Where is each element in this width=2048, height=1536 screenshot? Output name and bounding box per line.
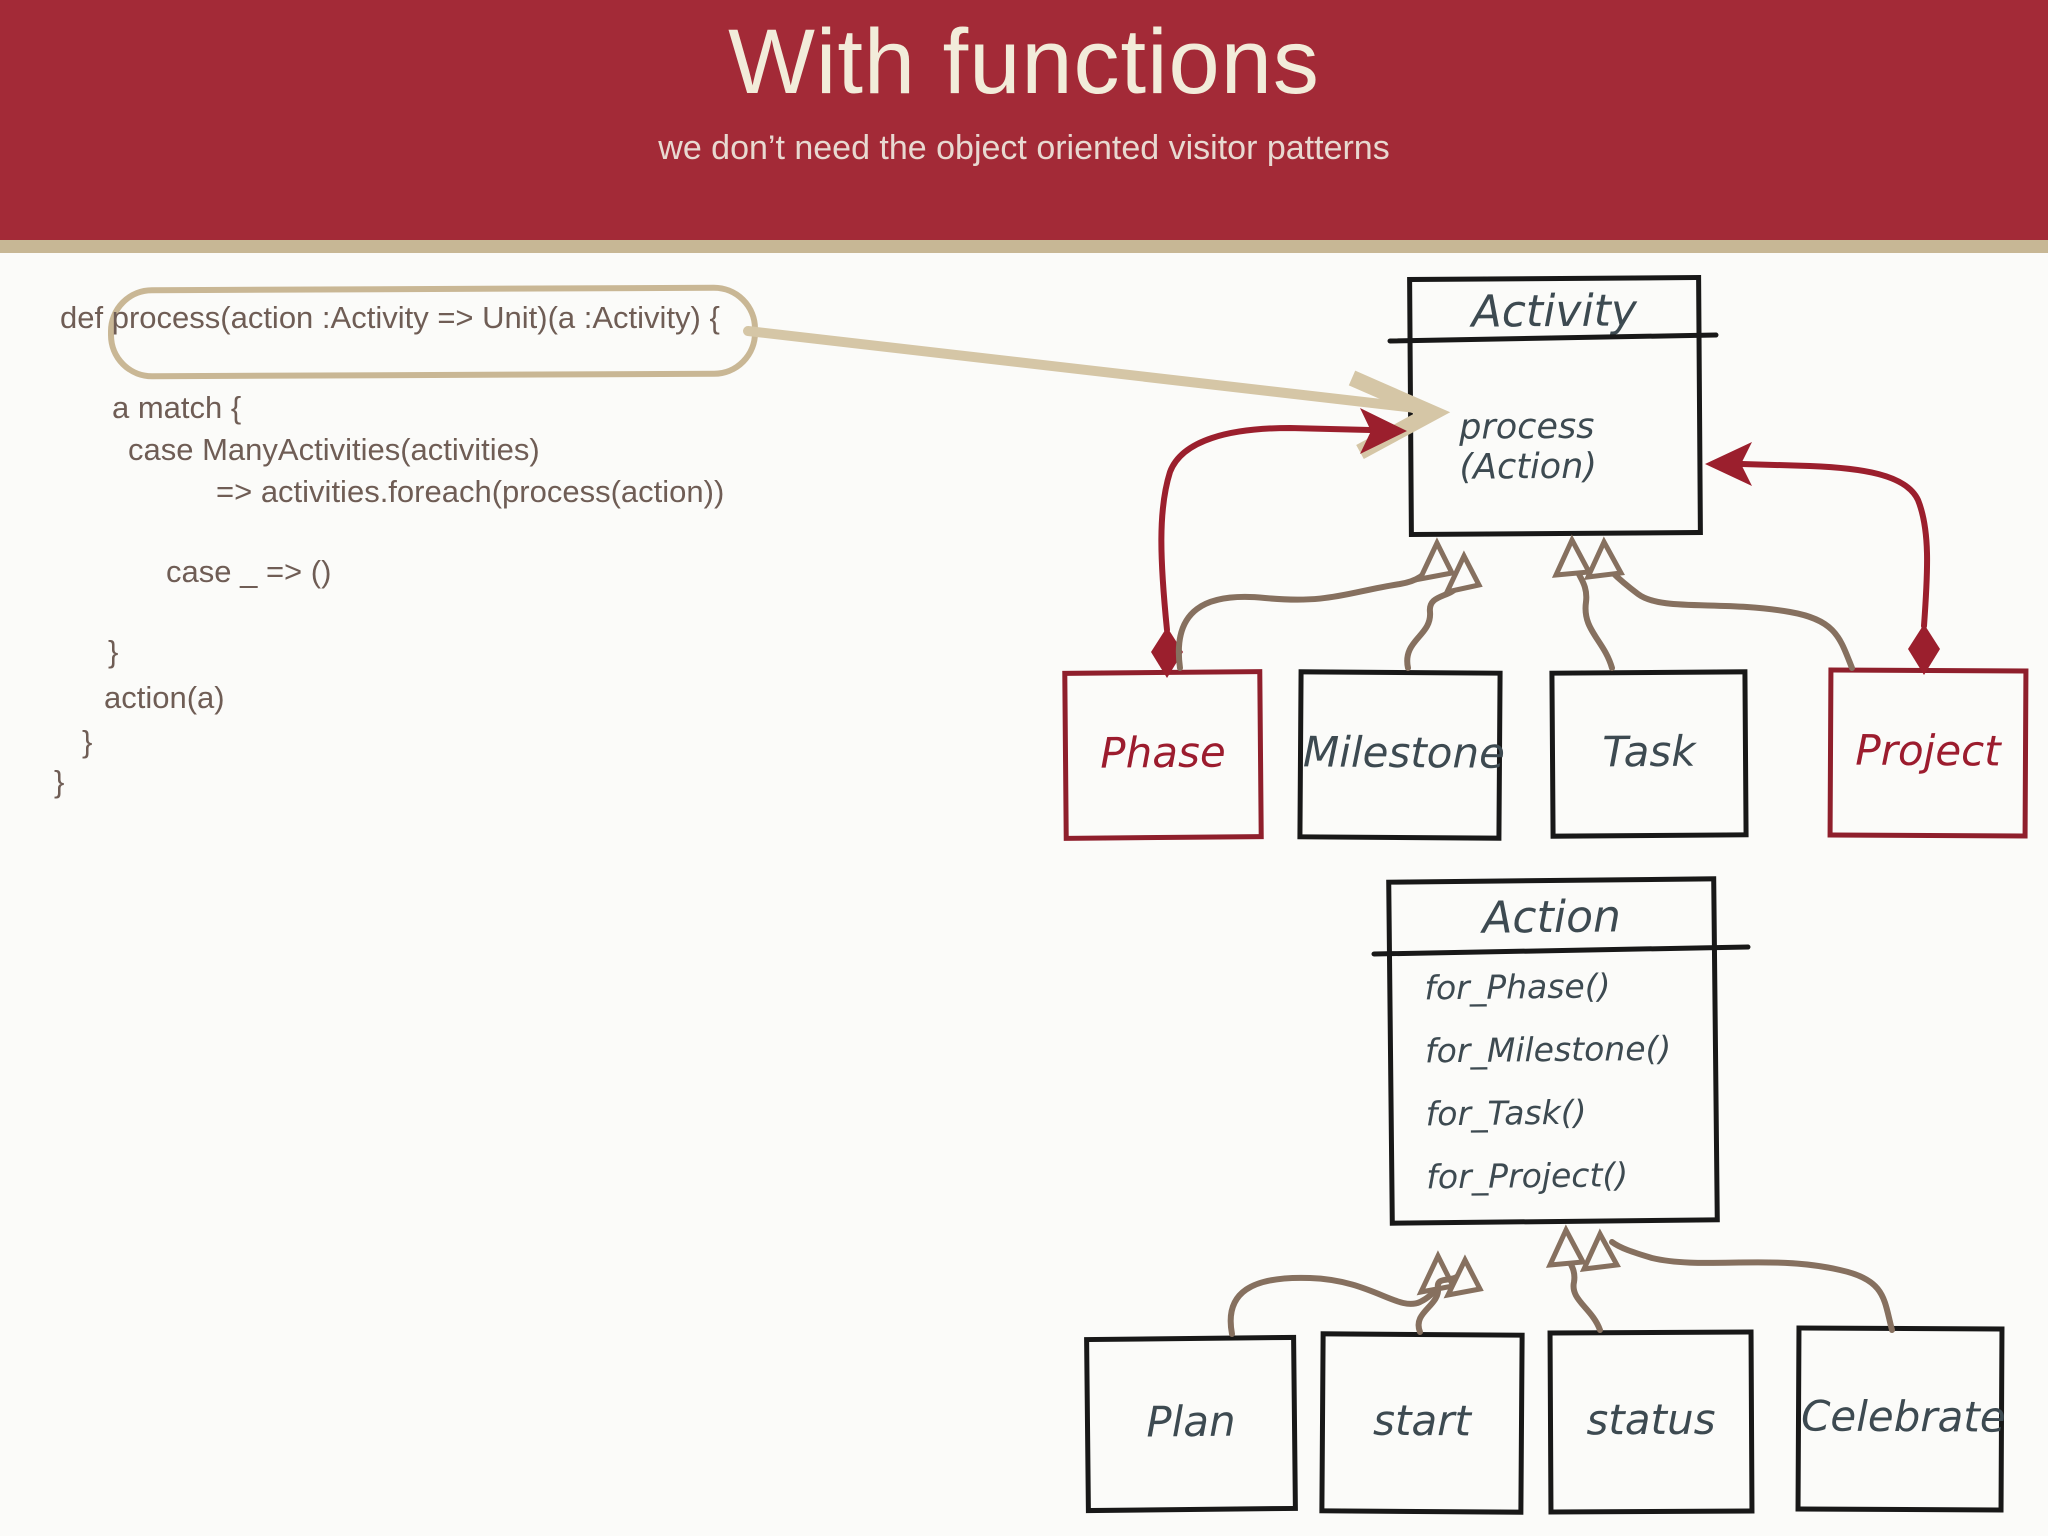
milestone-box: Milestone [1297, 669, 1506, 841]
task-inheritance-arrow [1574, 567, 1615, 671]
start-inheritance-arrow [1415, 1273, 1461, 1335]
code-line-6: } [108, 634, 119, 669]
status-inheritance-arrowhead-icon [1545, 1224, 1587, 1268]
header-divider [0, 240, 2048, 253]
task-box: Task [1549, 669, 1749, 839]
code-line-4: => activities.foreach(process(action)) [216, 474, 725, 509]
code-line-7: action(a) [104, 680, 225, 715]
start-label: start [1372, 1395, 1472, 1446]
plan-inheritance-arrowhead-icon [1416, 1250, 1457, 1296]
project-label: Project [1855, 725, 2001, 776]
milestone-inheritance-arrow [1404, 583, 1461, 671]
phase-box: Phase [1062, 669, 1264, 841]
activity-method-label: process (Action) [1459, 406, 1598, 488]
project-box: Project [1827, 667, 2029, 839]
action-method-list: for_Phase() for_Milestone() for_Task() f… [1424, 966, 1673, 1221]
phase-label: Phase [1100, 727, 1226, 778]
action-class-box: Action for_Phase() for_Milestone() for_T… [1386, 876, 1720, 1226]
plan-inheritance-arrow [1227, 1274, 1439, 1337]
start-inheritance-arrowhead-icon [1443, 1254, 1484, 1299]
status-label: status [1586, 1394, 1716, 1445]
code-line-5: case _ => () [166, 554, 332, 589]
code-line-9: } [54, 764, 65, 799]
status-box: status [1547, 1329, 1755, 1515]
project-inheritance-arrow [1609, 569, 1855, 671]
phase-composition-arrow [1158, 424, 1373, 633]
code-line-2: a match { [112, 390, 242, 425]
code-line-1: def process(action :Activity => Unit)(a … [60, 300, 720, 335]
action-class-title: Action [1482, 891, 1622, 944]
code-line-8: } [82, 724, 93, 759]
page-subtitle: we don’t need the object oriented visito… [658, 129, 1390, 167]
activity-class-title: Activity [1471, 285, 1638, 338]
phase-inheritance-arrow [1175, 562, 1434, 671]
project-inheritance-arrowhead-icon [1583, 536, 1625, 581]
celebrate-box: Celebrate [1795, 1325, 2006, 1513]
project-composition-arrow [1739, 461, 1931, 629]
plan-box: Plan [1084, 1334, 1298, 1514]
phase-composition-arrowhead-icon [1360, 408, 1407, 454]
milestone-label: Milestone [1302, 727, 1506, 778]
slide-header: With functions we don’t need the object … [0, 0, 2048, 240]
task-label: Task [1602, 726, 1696, 777]
phase-inheritance-arrowhead-icon [1415, 537, 1456, 583]
celebrate-inheritance-arrowhead-icon [1579, 1228, 1621, 1273]
action-method-for-milestone: for_Milestone() [1424, 1028, 1672, 1071]
celebrate-inheritance-arrow [1609, 1239, 1895, 1333]
action-method-for-phase: for_Phase() [1424, 966, 1611, 1008]
status-inheritance-arrow [1565, 1255, 1603, 1333]
celebrate-label: Celebrate [1800, 1391, 2006, 1442]
code-line-3: case ManyActivities(activities) [128, 432, 540, 467]
activity-class-box: Activity process (Action) [1407, 274, 1703, 538]
action-method-for-project: for_Project() [1426, 1155, 1629, 1197]
page-title: With functions [728, 11, 1320, 113]
plan-label: Plan [1146, 1396, 1236, 1447]
milestone-inheritance-arrowhead-icon [1442, 550, 1483, 596]
task-inheritance-arrowhead-icon [1551, 534, 1593, 578]
code-callout-connector [743, 326, 1421, 413]
action-method-for-task: for_Task() [1425, 1092, 1587, 1134]
start-box: start [1319, 1331, 1525, 1515]
project-composition-arrowhead-icon [1705, 442, 1752, 486]
